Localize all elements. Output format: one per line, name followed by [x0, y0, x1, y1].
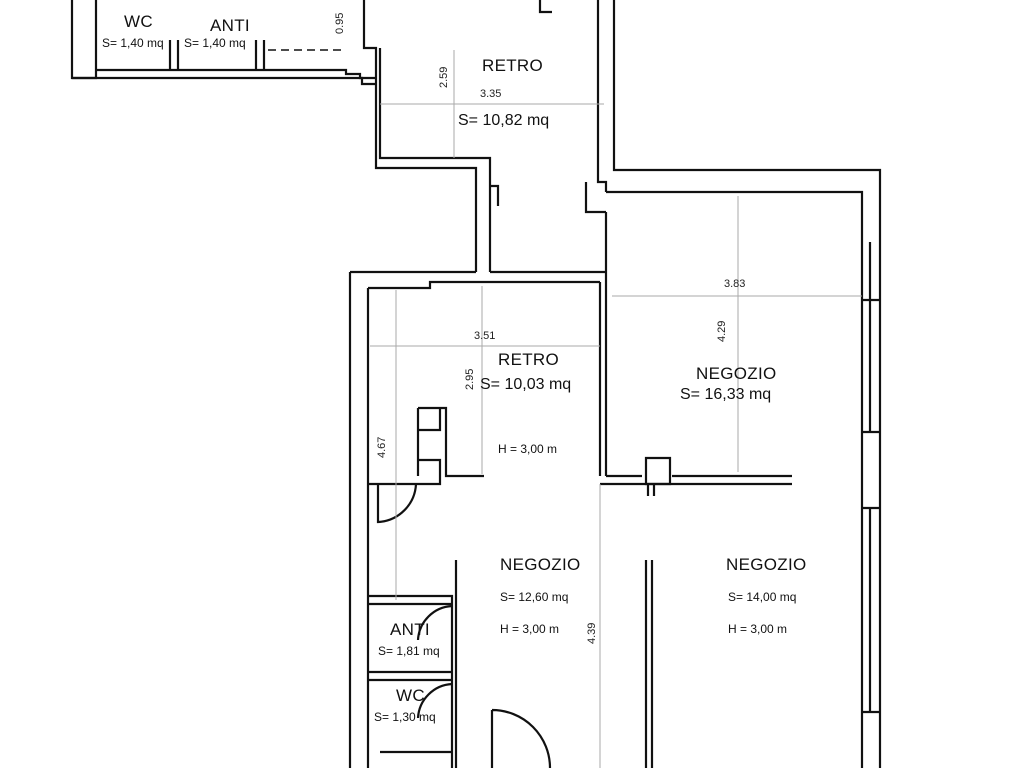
dimension-2-59: 2.59	[438, 66, 450, 88]
room-area-wc-top: S= 1,40 mq	[102, 36, 164, 50]
room-height-negozio-right: H = 3,00 m	[728, 622, 788, 636]
room-height-negozio-left: H = 3,00 m	[500, 622, 560, 636]
wall-right-room-bottom	[600, 474, 792, 486]
room-name-anti-top: ANTI	[210, 16, 250, 35]
room-name-negozio-right-top: NEGOZIO	[696, 364, 777, 383]
wall-lower-top-inner	[368, 280, 600, 290]
wall-pillar	[584, 182, 606, 214]
wall-upper-right-outer	[612, 0, 882, 242]
door-wc-swing	[416, 682, 453, 719]
wall-retro-nook	[418, 406, 484, 478]
room-area-anti-top: S= 1,40 mq	[184, 36, 246, 50]
wall-wc-block-inner	[368, 602, 452, 682]
wall-anti-right	[254, 40, 266, 70]
room-area-retro-mid: S= 10,03 mq	[480, 376, 572, 393]
wall-upper-left	[362, 0, 478, 272]
door-anti-swing	[416, 604, 453, 641]
wall-column-stub	[646, 484, 656, 496]
wall-retro-nook-inner	[416, 408, 442, 476]
room-name-retro-mid: RETRO	[498, 350, 559, 369]
wall-upper-right	[596, 0, 608, 192]
wall-negozio-partition	[644, 560, 654, 768]
room-name-wc-bottom: WC	[396, 686, 425, 705]
wall-right-room-top	[606, 190, 864, 242]
wall-top-left-bottom-outer	[72, 76, 376, 86]
wall-upper-center	[490, 184, 500, 206]
room-area-retro-top: S= 10,82 mq	[458, 112, 550, 129]
dimension-4-29: 4.29	[716, 320, 728, 342]
room-area-negozio-right: S= 14,00 mq	[728, 590, 797, 604]
dimension-3-83: 3.83	[724, 278, 746, 290]
dimension-4-67: 4.67	[376, 436, 388, 458]
wall-left-exterior	[348, 272, 370, 768]
room-name-negozio-right: NEGOZIO	[726, 555, 807, 574]
wall-right-exterior	[860, 242, 882, 768]
wall-upper-gap	[538, 0, 552, 14]
wall-divider-vertical	[598, 212, 608, 476]
room-name-wc-top: WC	[124, 12, 153, 31]
wall-upper-left-inner	[378, 48, 492, 272]
room-area-negozio-right-top: S= 16,33 mq	[680, 386, 772, 403]
room-area-anti-bottom: S= 1,81 mq	[378, 644, 440, 658]
dimension-2-95: 2.95	[464, 368, 476, 390]
wall-wc-anti-divider	[168, 40, 180, 70]
room-name-negozio-left: NEGOZIO	[500, 555, 581, 574]
dimension-3-51: 3.51	[474, 330, 496, 342]
room-name-retro-top: RETRO	[482, 56, 543, 75]
room-name-anti-bottom: ANTI	[390, 620, 430, 639]
wall-retro-nook-bottom	[368, 458, 442, 486]
door-entrance-swing	[490, 708, 552, 768]
room-area-negozio-left: S= 12,60 mq	[500, 590, 569, 604]
wall-column	[644, 456, 672, 486]
door-retro-swing	[376, 483, 418, 524]
room-area-wc-bottom: S= 1,30 mq	[374, 710, 436, 724]
wall-top-left-bottom	[96, 68, 376, 80]
dimension-4-39: 4.39	[586, 622, 598, 644]
dimension-3-35: 3.35	[480, 88, 502, 100]
wall-wc-block	[368, 560, 458, 768]
wall-top-left-outer	[70, 0, 98, 80]
room-height-retro-mid: H = 3,00 m	[498, 442, 558, 456]
dimension-0-95: 0.95	[334, 12, 346, 34]
